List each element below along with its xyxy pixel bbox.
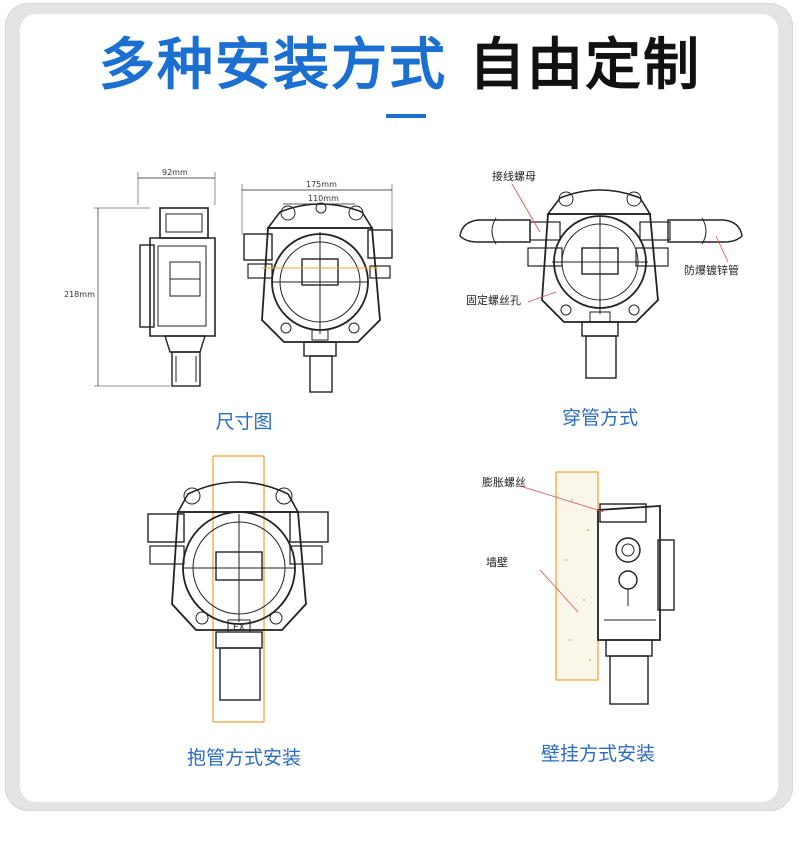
content-panel: [20, 14, 778, 802]
device-ex-mark: EX: [233, 623, 245, 633]
headline-black: 自由定制: [469, 33, 701, 98]
caption-dimensions: 尺寸图: [215, 411, 273, 433]
label-fixing-hole: 固定螺丝孔: [466, 294, 521, 307]
label-wiring-nut: 接线螺母: [492, 170, 536, 183]
headline: 多种安装方式自由定制: [0, 30, 800, 102]
caption-through-pipe: 穿管方式: [561, 407, 638, 429]
dim-175mm: 175mm: [306, 180, 337, 189]
dim-110mm: 110mm: [308, 194, 339, 203]
headline-blue: 多种安装方式: [99, 33, 447, 98]
caption-pipe-hold: 抱管方式安装: [186, 747, 301, 769]
label-explosion-pipe: 防爆镀锌管: [684, 264, 739, 277]
dim-92mm: 92mm: [162, 168, 188, 177]
label-expansion-screw: 膨胀螺丝: [482, 476, 526, 489]
dim-218mm: 218mm: [64, 290, 95, 299]
label-wall: 墙壁: [486, 556, 508, 569]
headline-underline: [386, 114, 426, 118]
caption-wall-mount: 壁挂方式安装: [540, 743, 655, 765]
